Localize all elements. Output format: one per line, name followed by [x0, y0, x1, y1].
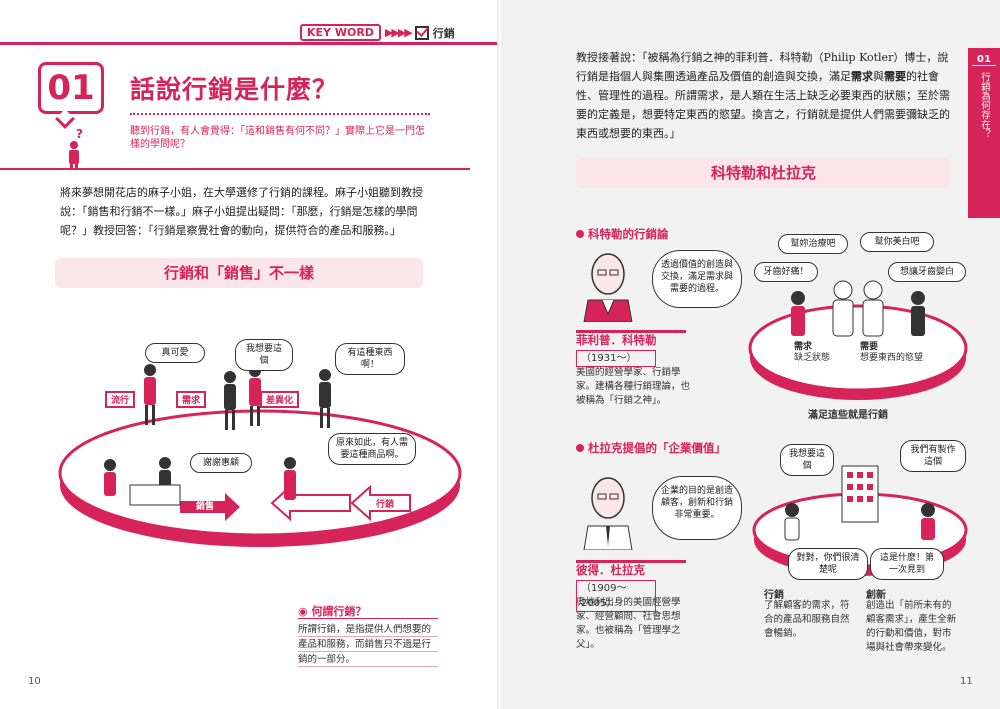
- bubble-thanks: 謝謝惠顧: [190, 453, 252, 473]
- kotler-scene: 幫妳治療吧 幫你美白吧 牙齒好痛！ 想讓牙齒變白 需求缺乏狀態 需要想要東西的慾…: [748, 232, 968, 408]
- kotler-name: 菲利普．科特勒 （1931～）: [576, 330, 686, 367]
- tag-sales: 銷售: [196, 502, 215, 512]
- right-intro-part-e: 的社會性、管理性的過程。所謂需求，是人類在生活上缺乏必要東西的狀態；至於需要的定…: [576, 70, 950, 140]
- kotler-bubble-whiten: 幫你美白吧: [860, 232, 934, 252]
- header-rule: [0, 42, 500, 45]
- keyword-term: 行銷: [432, 26, 455, 40]
- want-desc: 想要東西的慾望: [860, 353, 924, 363]
- thinking-person-icon: ?: [69, 128, 83, 170]
- checkbox-icon: [414, 25, 429, 40]
- intro-rule: [0, 168, 470, 170]
- drucker-name-text: 彼得．杜拉克: [576, 563, 645, 577]
- keyword-label: KEY WORD: [300, 24, 381, 41]
- bubble-have-this: 有這種東西啊！: [335, 343, 405, 375]
- kotler-heading: 科特勒的行銷論: [576, 226, 669, 242]
- kotler-name-text: 菲利普．科特勒: [576, 333, 657, 347]
- note-rule: [298, 618, 438, 619]
- kotler-portrait-icon: [583, 253, 633, 322]
- kotler-bubble-treat: 幫妳治療吧: [778, 234, 848, 254]
- kotler-want: 需要想要東西的慾望: [860, 342, 923, 364]
- gutter: [497, 0, 503, 709]
- drucker-name: 彼得．杜拉克 （1909～2005）: [576, 560, 686, 612]
- chapter-subtitle: 聽到行銷，有人會覺得：「這和銷售有何不同？」實際上它是一門怎樣的學問呢？: [130, 126, 425, 150]
- keyword-arrows: ▶▶▶▶: [384, 26, 413, 39]
- drucker-bubble-yes: 對對，你們很清楚呢: [788, 548, 868, 580]
- right-intro-need: 需求: [851, 70, 873, 83]
- drucker-bubble: 企業的目的是創造顧客，創新和行銷非常重要。: [652, 476, 742, 540]
- tag-need: 需求: [176, 391, 207, 408]
- kotler-years: （1931～）: [576, 350, 656, 367]
- kotler-need: 需求缺乏狀態: [794, 342, 830, 364]
- bubble-want: 我想要這個: [235, 339, 293, 371]
- title-divider: [130, 113, 430, 115]
- tag-trend: 流行: [105, 391, 136, 408]
- note-title-text: 何謂行銷？: [311, 605, 367, 618]
- section-heading-kotler-drucker: 科特勒和杜拉克: [576, 158, 951, 188]
- tag-diff: 差異化: [260, 391, 300, 408]
- left-page: KEY WORD ▶▶▶▶ 行銷 01 ? 話說行銷是什麼？ 聽到行銷，有人會覺…: [0, 0, 500, 709]
- right-intro-want: 需要: [884, 70, 906, 83]
- section-heading-marketing-vs-sales: 行銷和「銷售」不一樣: [55, 258, 423, 288]
- marketing-caption: 行銷: [764, 590, 784, 601]
- want-label: 需要: [860, 342, 879, 352]
- drucker-bubble-want: 我想要這個: [780, 444, 834, 476]
- right-intro-part-a: 教授接著說：「被稱為行銷之神的菲利普．科特勒（Philip Kotler）博士，…: [576, 51, 949, 83]
- kotler-caption: 滿足這些就是行銷: [808, 410, 888, 421]
- drucker-bubble-make: 我們有製作這個: [900, 440, 966, 472]
- right-intro-part-c: 與: [873, 70, 884, 83]
- note-text: 所謂行銷，是指提供人們想要的產品和服務，而銷售只不過是行銷的一部分。: [298, 622, 438, 667]
- page-number-right: 11: [960, 676, 973, 687]
- drucker-bubble-new: 這是什麼！第一次見到: [870, 548, 944, 580]
- side-tab-number: 01: [972, 48, 996, 66]
- marketing-vs-sales-illustration: 真可愛 我想要這個 有這種東西啊！ 謝謝惠顧 原來如此，有人需要這種商品啊。 流…: [50, 325, 470, 555]
- side-tab-text: 行銷為何存在？: [979, 72, 990, 139]
- right-intro-paragraph: 教授接著說：「被稱為行銷之神的菲利普．科特勒（Philip Kotler）博士，…: [576, 48, 956, 143]
- innovation-text: 創造出「前所未有的顧客需求」，產生全新的行動和價值，對市場與社會帶來變化。: [866, 600, 957, 653]
- side-tab: 01 行銷為何存在？: [968, 48, 1000, 218]
- tag-marketing: 行銷: [376, 500, 395, 510]
- kotler-description: 美國的經營學家、行銷學家。建構各種行銷理論，也被稱為「行銷之神」。: [576, 367, 691, 406]
- svg-text:?: ?: [76, 128, 83, 141]
- marketing-text: 了解顧客的需求，符合的產品和服務自然會暢銷。: [764, 600, 850, 639]
- kotler-bubble-toothache: 牙齒好痛！: [754, 262, 818, 282]
- chapter-number: 01: [38, 62, 104, 114]
- drucker-portrait-icon: [583, 477, 633, 550]
- note-title: ◉ 何謂行銷？: [298, 605, 367, 618]
- innovation-caption: 創新: [866, 590, 886, 601]
- drucker-heading: 杜拉克提倡的「企業價值」: [576, 440, 726, 456]
- kotler-bubble: 透過價值的創造與交換，滿足需求與需要的過程。: [652, 250, 742, 308]
- chapter-title: 話說行銷是什麼？: [130, 75, 339, 104]
- drucker-years: （1909～2005）: [576, 580, 656, 612]
- keyword-header: KEY WORD ▶▶▶▶ 行銷: [300, 24, 455, 41]
- intro-paragraph: 將來夢想開花店的麻子小姐，在大學選修了行銷的課程。麻子小姐聽到教授說：「銷售和行…: [60, 186, 423, 237]
- kotler-bubble-want-white: 想讓牙齒變白: [888, 262, 966, 282]
- page-number-left: 10: [28, 676, 41, 687]
- bubble-cute: 真可愛: [145, 343, 205, 363]
- bubble-so-that: 原來如此，有人需要這種商品啊。: [328, 433, 416, 465]
- drucker-description: 奧地利出身的美國經營學家、經營顧問、社會思想家。也被稱為「管理學之父」。: [576, 597, 681, 650]
- need-desc: 缺乏狀態: [794, 353, 831, 363]
- need-label: 需求: [794, 342, 813, 352]
